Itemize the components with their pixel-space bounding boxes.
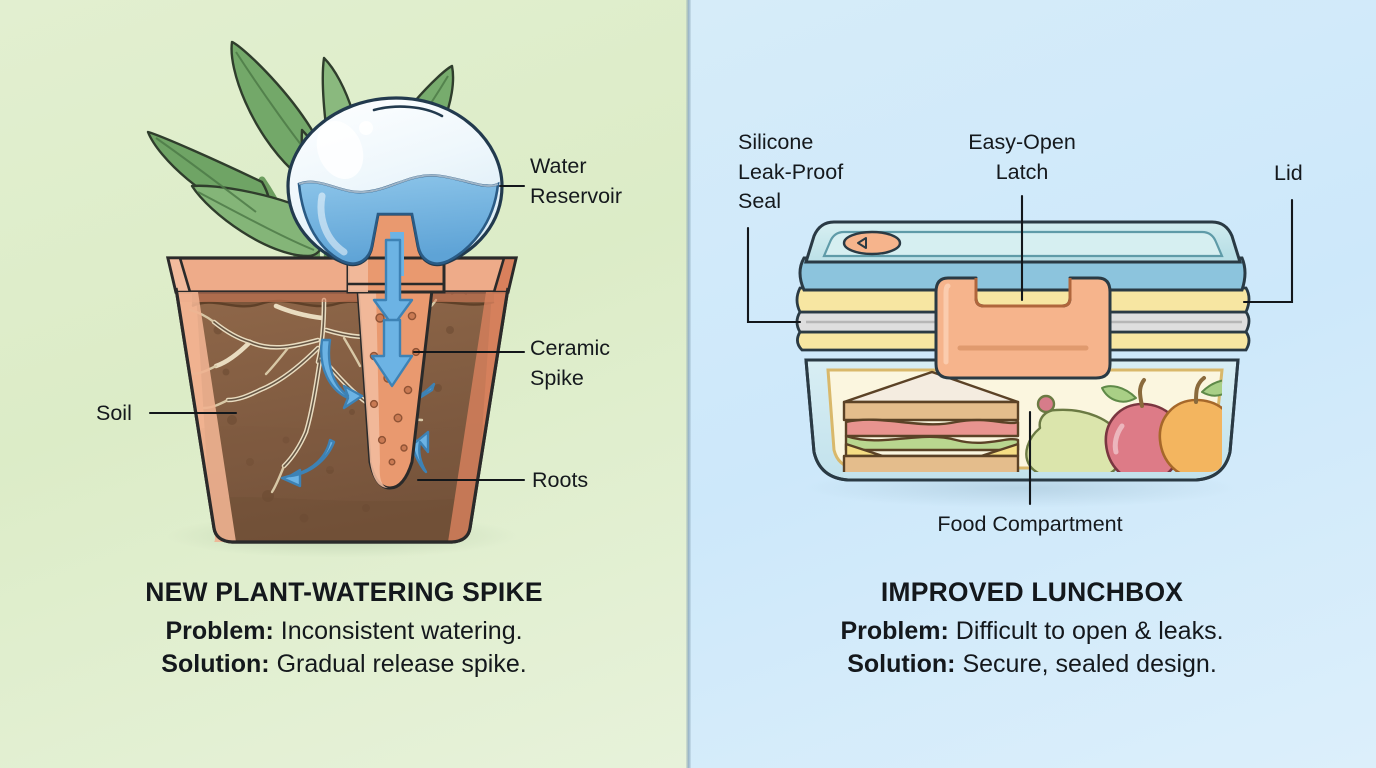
problem-text-left: Inconsistent watering. [280,616,523,645]
title-improved-lunchbox: IMPROVED LUNCHBOX [880,577,1184,607]
spike-pores [369,311,421,466]
soil-cross-section [188,288,495,541]
water-stream-arrow [370,232,414,388]
problem-row-right: Problem: Difficult to open & leaks. [688,615,1376,648]
lunchbox-contents [842,370,1222,472]
callout-silicone-leak-proof-seal: Silicone Leak-Proof Seal [738,130,844,214]
leader-lid [1242,198,1294,304]
panel-divider [686,0,691,768]
ceramic-spike [346,212,446,490]
problem-text-right: Difficult to open & leaks. [955,616,1224,645]
callout-soil: Soil [96,401,132,425]
callout-lid: Lid [1274,161,1303,185]
callout-water-reservoir: Water Reservoir [530,154,622,208]
problem-row-left: Problem: Inconsistent watering. [0,615,688,648]
easy-open-latch [934,276,1112,380]
lid-vent-oval [842,230,902,256]
orange [1158,376,1222,472]
improved-lunchbox-illustration [746,194,1294,508]
solution-text-left: Gradual release spike. [276,649,527,678]
solution-label-left: Solution: [161,649,270,678]
caption-improved-lunchbox: IMPROVED LUNCHBOX Problem: Difficult to … [688,577,1376,681]
water-reservoir [286,96,504,267]
solution-row-right: Solution: Secure, sealed design. [688,648,1376,681]
problem-label-right: Problem: [840,616,949,645]
problem-label-left: Problem: [165,616,274,645]
solution-text-right: Secure, sealed design. [962,649,1217,678]
callout-food-compartment: Food Compartment [937,512,1123,536]
solution-row-left: Solution: Gradual release spike. [0,648,688,681]
callout-leader-lines-left [148,184,526,482]
plant-watering-spike-illustration [146,40,526,558]
caption-plant-watering-spike: NEW PLANT-WATERING SPIKE Problem: Incons… [0,577,688,681]
callout-ceramic-spike: Ceramic Spike [530,336,611,390]
callout-roots: Roots [532,468,589,492]
sandwich [842,370,1020,472]
title-plant-watering-spike: NEW PLANT-WATERING SPIKE [145,577,543,607]
solution-label-right: Solution: [847,649,956,678]
lid-vent-arrow-icon [857,237,867,249]
leader-silicone-seal [746,226,802,324]
callout-leader-lines-right [746,194,1294,506]
callout-easy-open-latch: Easy-Open Latch [968,130,1076,184]
